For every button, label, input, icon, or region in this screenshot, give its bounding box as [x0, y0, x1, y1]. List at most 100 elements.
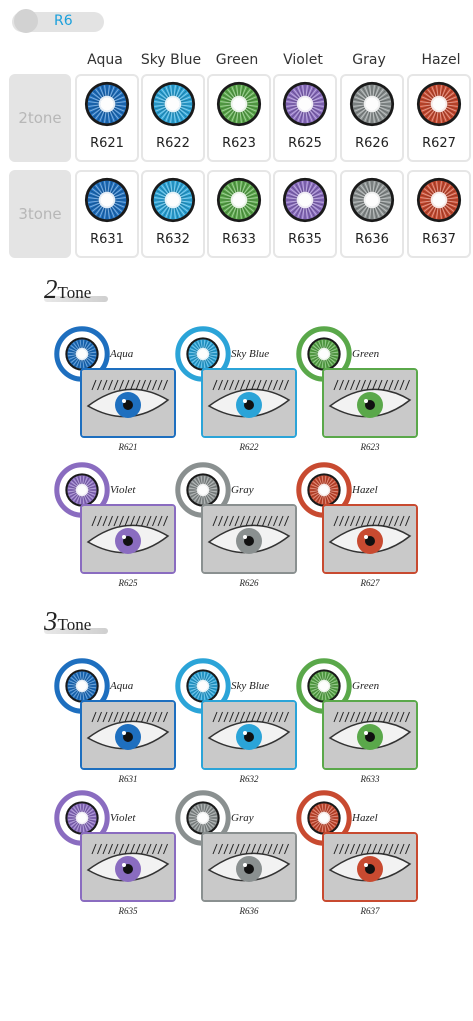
section-title-3tone: 3Tone — [44, 606, 92, 636]
column-header-gray: Gray — [352, 52, 386, 68]
eye-illustration — [203, 370, 295, 436]
lens-code: R633 — [222, 232, 256, 247]
section-underline — [44, 296, 108, 302]
eye-photo — [322, 368, 418, 438]
product-code: R627 — [360, 578, 380, 588]
lens-code: R632 — [156, 232, 190, 247]
lens-icon — [416, 81, 462, 127]
eye-photo — [201, 368, 297, 438]
lens-icon — [349, 177, 395, 223]
lens-cell[interactable]: R637 — [407, 170, 471, 258]
eye-photo — [80, 368, 176, 438]
eye-illustration — [324, 506, 416, 572]
eye-photo — [80, 504, 176, 574]
lens-cell[interactable]: R622 — [141, 74, 205, 162]
product-code: R637 — [360, 906, 380, 916]
lens-icon — [282, 81, 328, 127]
lens-icon — [282, 177, 328, 223]
lens-cell[interactable]: R633 — [207, 170, 271, 258]
eye-illustration — [82, 702, 174, 768]
row-label-2tone: 2tone — [9, 74, 71, 162]
lens-icon — [349, 81, 395, 127]
eye-photo — [322, 504, 418, 574]
lens-code: R637 — [422, 232, 456, 247]
eye-illustration — [324, 370, 416, 436]
lens-ring-icon — [54, 658, 110, 714]
lens-code: R625 — [288, 136, 322, 151]
lens-code: R626 — [355, 136, 389, 151]
section-underline — [44, 628, 108, 634]
eye-photo — [201, 700, 297, 770]
lens-cell[interactable]: R632 — [141, 170, 205, 258]
eye-illustration — [82, 834, 174, 900]
lens-cell[interactable]: R627 — [407, 74, 471, 162]
section-title-2tone: 2Tone — [44, 274, 92, 304]
lens-icon — [150, 177, 196, 223]
eye-photo — [201, 504, 297, 574]
column-header-hazel: Hazel — [421, 52, 461, 68]
lens-ring-icon — [296, 326, 352, 382]
lens-code: R636 — [355, 232, 389, 247]
lens-icon — [216, 177, 262, 223]
eye-photo — [322, 700, 418, 770]
product-code: R623 — [360, 442, 380, 452]
product-code: R636 — [239, 906, 259, 916]
product-name: Gray — [231, 484, 254, 496]
column-header-green: Green — [215, 52, 259, 68]
product-code: R633 — [360, 774, 380, 784]
lens-ring-icon — [175, 658, 231, 714]
eye-illustration — [82, 370, 174, 436]
row-label-3tone: 3tone — [9, 170, 71, 258]
lens-icon — [84, 177, 130, 223]
eye-illustration — [324, 702, 416, 768]
product-name: Hazel — [352, 484, 378, 496]
lens-cell[interactable]: R623 — [207, 74, 271, 162]
product-name: Gray — [231, 812, 254, 824]
lens-code: R622 — [156, 136, 190, 151]
lens-ring-icon — [175, 790, 231, 846]
product-code: R635 — [118, 906, 138, 916]
product-code: R622 — [239, 442, 259, 452]
product-name: Violet — [110, 484, 136, 496]
lens-cell[interactable]: R621 — [75, 74, 139, 162]
lens-cell[interactable]: R636 — [340, 170, 404, 258]
eye-illustration — [82, 506, 174, 572]
eye-illustration — [203, 834, 295, 900]
product-code: R631 — [118, 774, 138, 784]
lens-icon — [150, 81, 196, 127]
product-name: Violet — [110, 812, 136, 824]
series-label: R6 — [54, 13, 73, 29]
product-code: R625 — [118, 578, 138, 588]
lens-ring-icon — [175, 462, 231, 518]
lens-icon — [84, 81, 130, 127]
lens-cell[interactable]: R625 — [273, 74, 337, 162]
lens-cell[interactable]: R635 — [273, 170, 337, 258]
column-header-aqua: Aqua — [87, 52, 123, 68]
eye-illustration — [203, 702, 295, 768]
lens-cell[interactable]: R631 — [75, 170, 139, 258]
eye-photo — [201, 832, 297, 902]
eye-photo — [322, 832, 418, 902]
lens-ring-icon — [296, 462, 352, 518]
product-name: Aqua — [110, 680, 134, 692]
eye-photo — [80, 832, 176, 902]
product-name: Sky Blue — [231, 348, 270, 360]
column-header-violet: Violet — [283, 52, 323, 68]
lens-code: R623 — [222, 136, 256, 151]
lens-cell[interactable]: R626 — [340, 74, 404, 162]
lens-code: R635 — [288, 232, 322, 247]
lens-code: R631 — [90, 232, 124, 247]
eye-illustration — [203, 506, 295, 572]
